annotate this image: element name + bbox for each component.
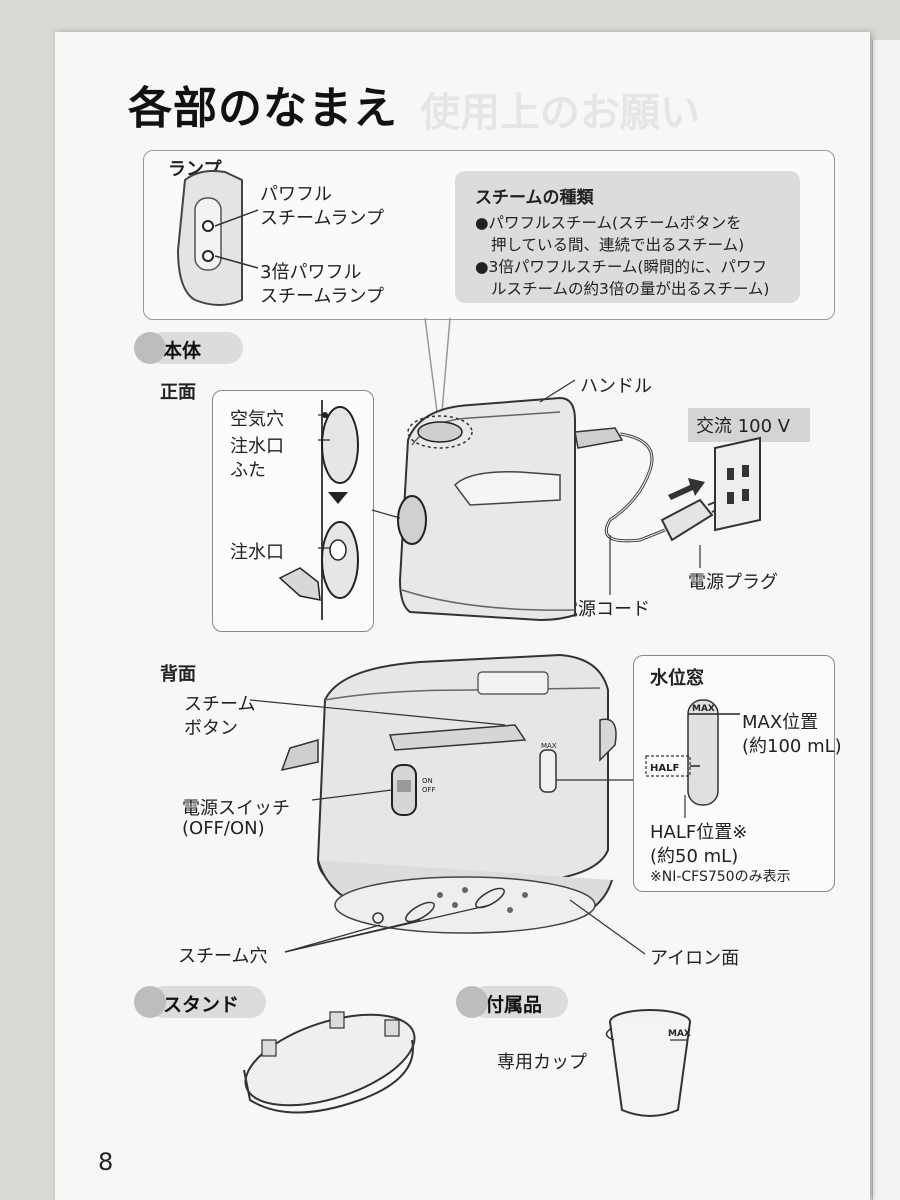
power-plug-label: 電源プラグ <box>688 572 778 593</box>
max-position-label: MAX位置 <box>742 712 819 733</box>
half-tag: HALF <box>650 763 679 774</box>
measuring-cup-illustration <box>605 1009 691 1117</box>
water-window-heading: 水位窓 <box>650 668 704 689</box>
iron-surface-label: アイロン面 <box>650 948 740 969</box>
steamer-front-illustration <box>371 379 761 622</box>
ac-label: 交流 100 V <box>696 416 791 437</box>
powerful-lamp-label: パワフル <box>260 184 332 205</box>
inlet-detail-illustration <box>278 400 359 620</box>
half-amount-label: (約50 mL) <box>650 846 739 867</box>
triple-lamp-icon <box>202 250 214 262</box>
steam-types-heading: スチームの種類 <box>475 188 594 208</box>
cup-label: 専用カップ <box>497 1052 587 1073</box>
lamp-highlight-circle <box>407 415 473 449</box>
power-cord-label: 電源コード <box>560 599 650 620</box>
triple-lamp-label-2: スチームランプ <box>260 286 385 307</box>
power-switch-label: 電源スイッチ <box>182 798 290 819</box>
body-heading: 本体 <box>163 340 202 362</box>
down-arrow-icon <box>328 492 348 504</box>
steam-type-line-1: ●パワフルスチーム(スチームボタンを <box>475 214 742 232</box>
accessories-pill-dot <box>456 986 488 1018</box>
lamp-panel-back <box>477 671 549 695</box>
accessories-heading: 付属品 <box>485 994 543 1016</box>
lamp-panel-illustration <box>176 170 259 306</box>
triple-lamp-label: 3倍パワフル <box>260 262 362 283</box>
page-title: 各部のなまえ <box>128 83 398 134</box>
steam-type-line-2: 押している間、連続で出るスチーム) <box>491 236 745 254</box>
steam-types-box: スチームの種類 ●パワフルスチーム(スチームボタンを 押している間、連続で出るス… <box>455 171 800 303</box>
water-window-box <box>633 655 835 892</box>
plug-in-arrow-icon <box>668 478 705 500</box>
steam-type-line-3: ●3倍パワフルスチーム(瞬間的に、パワフ <box>475 258 768 276</box>
inlet-cover-label: 注水口 <box>230 436 284 457</box>
body-pill-dot <box>134 332 166 364</box>
stand-illustration <box>243 1011 416 1114</box>
inlet-cover-label-2: ふた <box>230 460 266 481</box>
inlet-cap <box>397 495 427 545</box>
powerful-lamp-icon <box>202 220 214 232</box>
show-through-text: 使用上のお願い <box>420 90 700 136</box>
steam-button <box>388 724 527 751</box>
inlet-label: 注水口 <box>230 542 284 563</box>
cup-max-mark: MAX <box>668 1029 691 1039</box>
air-hole-label: 空気穴 <box>230 409 284 430</box>
steam-button-label-2: ボタン <box>184 718 238 739</box>
switch-off-mark: OFF <box>422 786 436 794</box>
steam-type-line-4: ルスチームの約3倍の量が出るスチーム) <box>491 280 770 298</box>
stand-section-pill <box>148 986 266 1018</box>
back-heading: 背面 <box>160 664 196 685</box>
stand-pill-dot <box>134 986 166 1018</box>
facing-page-edge <box>872 40 900 1200</box>
switch-on-mark: ON <box>422 777 433 785</box>
powerful-lamp-label-2: スチームランプ <box>260 208 385 229</box>
back-window-max-mark: MAX <box>541 742 557 750</box>
handle-label: ハンドル <box>580 376 652 397</box>
front-heading: 正面 <box>160 382 196 403</box>
max-tag: MAX <box>692 704 715 714</box>
stand-heading: スタンド <box>163 994 240 1016</box>
water-window-detail <box>645 699 740 818</box>
steam-button-label: スチーム <box>184 694 256 715</box>
ac-label-box <box>688 408 810 442</box>
model-note: ※NI-CFS750のみ表示 <box>650 869 791 885</box>
water-window-small <box>539 749 557 793</box>
steamer-back-illustration <box>249 653 646 955</box>
iron-surface <box>334 876 596 934</box>
max-amount-label: (約100 mL) <box>742 736 842 757</box>
half-position-label: HALF位置※ <box>650 822 748 843</box>
steam-holes-label: スチーム穴 <box>178 946 268 967</box>
page-number: 8 <box>98 1148 114 1176</box>
power-switch-label-2: (OFF/ON) <box>182 818 265 839</box>
